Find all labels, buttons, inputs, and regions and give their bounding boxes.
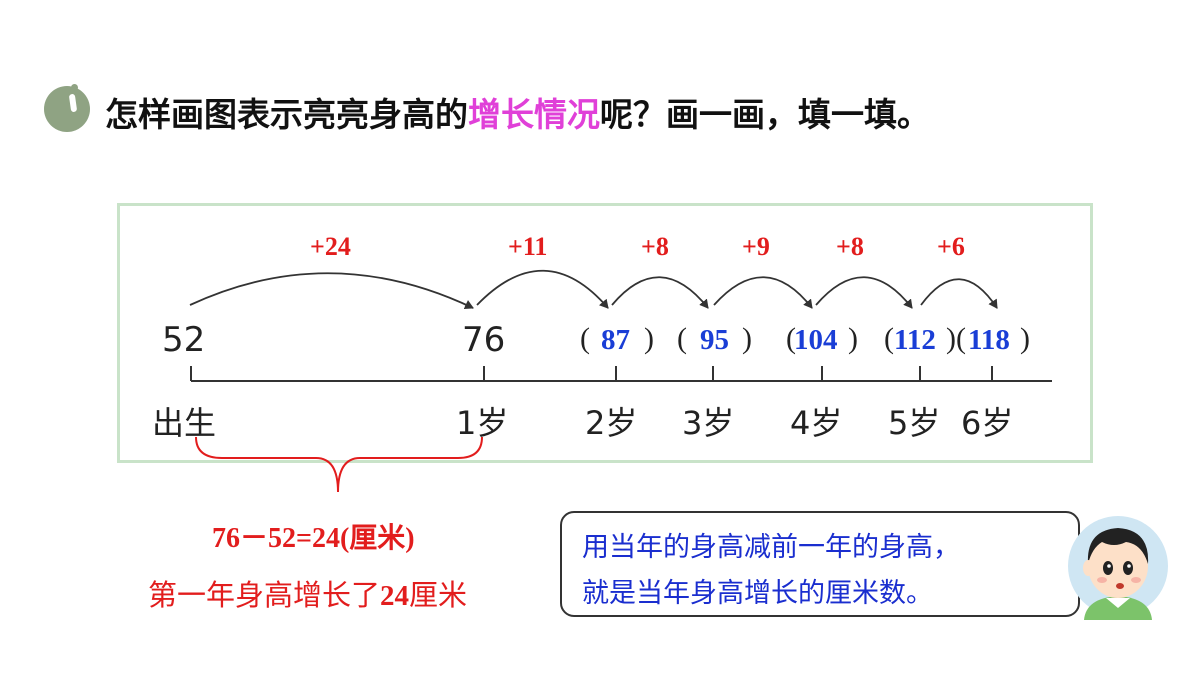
age-label: 2岁 bbox=[585, 404, 638, 442]
arc-1-to-2 bbox=[476, 269, 609, 309]
question-highlight: 增长情况 bbox=[468, 95, 600, 134]
age-label: 6岁 bbox=[961, 404, 1014, 442]
increment-label: +8 bbox=[836, 232, 864, 261]
age-label: 1岁 bbox=[456, 404, 509, 442]
answer-close-paren: ) bbox=[644, 322, 654, 355]
age-label: 5岁 bbox=[888, 404, 941, 442]
increment-label: +8 bbox=[641, 232, 669, 261]
increment-label: +24 bbox=[310, 232, 351, 261]
question-suffix: 呢？画一画，填一填。 bbox=[600, 95, 930, 134]
boy-avatar-icon bbox=[1068, 516, 1168, 620]
brace-first-year bbox=[195, 436, 483, 493]
age-label: 出生 bbox=[152, 404, 217, 442]
formula-text: 76－52=24(厘米) bbox=[212, 523, 415, 554]
increment-label: +11 bbox=[508, 232, 548, 261]
answer-open-paren: ( bbox=[677, 322, 687, 355]
height-birth: 52 bbox=[162, 320, 206, 360]
arc-5-to-6 bbox=[920, 278, 998, 309]
arc-birth-to-1 bbox=[189, 272, 474, 310]
note-prefix: 第一年身高增长了 bbox=[148, 578, 381, 612]
answer-close-paren: ) bbox=[946, 322, 956, 355]
answer-close-paren: ) bbox=[1020, 322, 1030, 355]
note-number: 24 bbox=[380, 580, 410, 612]
increment-label: +9 bbox=[742, 232, 770, 261]
bubble-line-1: 用当年的身高减前一年的身高， bbox=[582, 532, 960, 563]
answer-open-paren: ( bbox=[786, 322, 796, 355]
arc-3-to-4 bbox=[713, 276, 813, 309]
arc-2-to-3 bbox=[611, 276, 709, 309]
answer-age-6: 118 bbox=[968, 324, 1010, 356]
note-suffix: 厘米 bbox=[409, 578, 468, 612]
question-text: 怎样画图表示亮亮身高的增长情况呢？画一画，填一填。 bbox=[105, 88, 930, 136]
answer-age-4: 104 bbox=[794, 324, 838, 356]
answer-open-paren: ( bbox=[580, 322, 590, 355]
first-year-note: 第一年身高增长了24厘米 bbox=[148, 572, 467, 614]
bubble-line-2: 就是当年身高增长的厘米数。 bbox=[582, 578, 933, 609]
answer-age-3: 95 bbox=[700, 324, 729, 356]
answer-close-paren: ) bbox=[848, 322, 858, 355]
number-line-box bbox=[117, 203, 1093, 463]
answer-age-2: 87 bbox=[601, 324, 630, 356]
increment-label: +6 bbox=[937, 232, 965, 261]
arc-4-to-5 bbox=[815, 276, 913, 309]
age-label: 4岁 bbox=[790, 404, 843, 442]
age-label: 3岁 bbox=[682, 404, 735, 442]
answer-close-paren: ) bbox=[742, 322, 752, 355]
answer-open-paren: ( bbox=[956, 322, 966, 355]
question-prefix: 怎样画图表示亮亮身高的 bbox=[105, 95, 468, 134]
height-age-1: 76 bbox=[462, 320, 506, 360]
answer-open-paren: ( bbox=[884, 322, 894, 355]
question-bullet-icon bbox=[44, 84, 90, 132]
speech-bubble: 用当年的身高减前一年的身高， 就是当年身高增长的厘米数。 bbox=[560, 511, 1080, 617]
answer-age-5: 112 bbox=[894, 324, 936, 356]
